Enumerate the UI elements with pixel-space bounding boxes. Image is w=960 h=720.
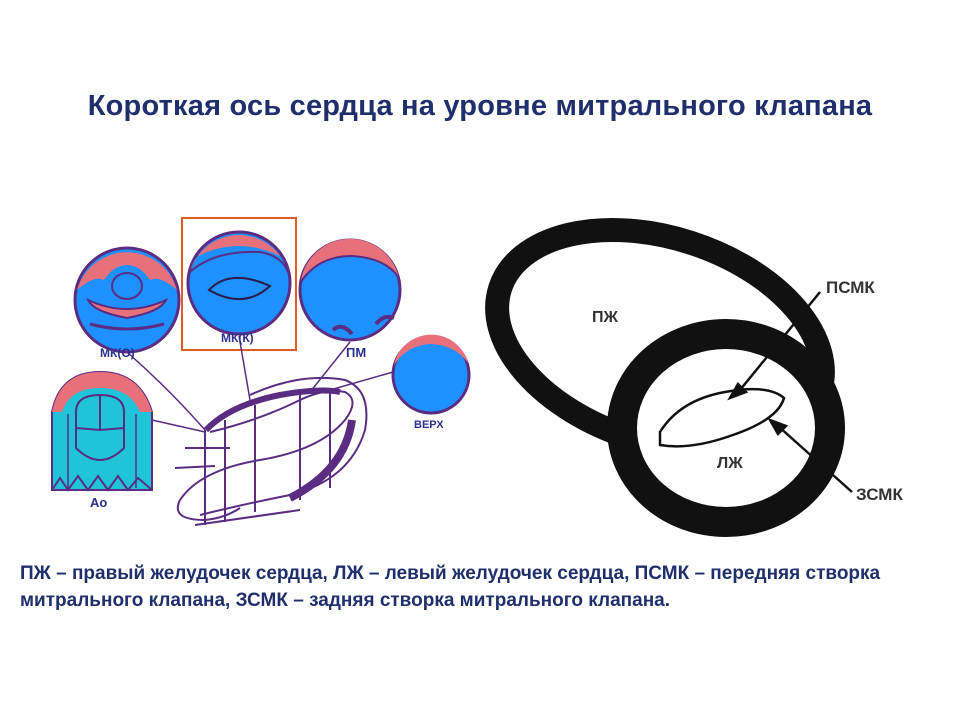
label-mk-open: МК(О) — [100, 346, 135, 360]
label-mk-closed: МК(К) — [221, 331, 254, 345]
label-lv: ЛЖ — [717, 455, 743, 472]
right-echo-diagram: ПЖ ЛЖ ПСМК ЗСМК — [485, 217, 903, 537]
psmk-arrow — [727, 291, 821, 401]
mk-closed-highlight-box — [181, 217, 297, 351]
label-apex: ВЕРХ — [414, 419, 444, 431]
label-zsmk: ЗСМК — [856, 485, 903, 504]
label-pm: ПМ — [346, 345, 366, 360]
aorta-section — [51, 370, 153, 492]
pm-section — [298, 238, 402, 342]
left-anatomy-diagram: МК(О) МК(К) ПМ ВЕРХ Ао — [51, 217, 471, 526]
label-rv: ПЖ — [592, 309, 619, 326]
zsmk-arrow — [767, 417, 853, 493]
mk-open-section — [73, 246, 181, 354]
label-aorta: Ао — [90, 495, 107, 510]
slide-caption: ПЖ – правый желудочек сердца, ЛЖ – левый… — [20, 563, 881, 611]
slide-title: Короткая ось сердца на уровне митральног… — [87, 90, 873, 122]
label-psmk: ПСМК — [826, 278, 875, 297]
apex-section — [391, 334, 471, 415]
mitral-valve-outline — [658, 387, 786, 448]
heart-outline — [126, 335, 394, 526]
mk-closed-section — [186, 230, 292, 336]
